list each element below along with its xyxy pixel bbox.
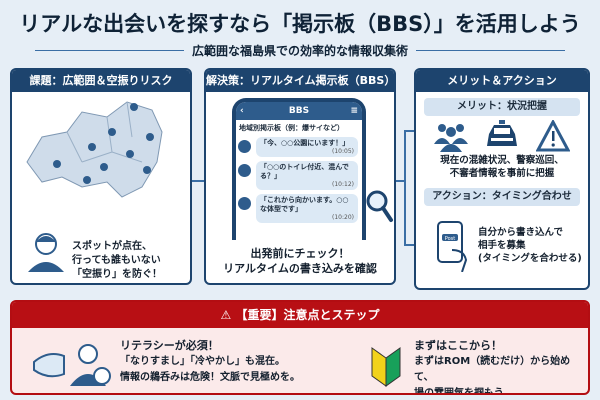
phone-post-icon: Post [437,221,468,272]
post-bubble[interactable]: 「これから向かいます。○○な体型です」(10:20) [238,194,358,223]
arrow-connector [404,244,414,246]
warning-header: ⚠ 【重要】注意点とステップ [12,302,588,328]
problem-panel: 課題：広範囲＆空振りリスク スポットが点在、 行っても誰もいない 「空振り」を防… [10,68,192,285]
merit-text-line: 現在の混雑状況、警察巡回、 [440,155,564,166]
merit-text-line: 不審者情報を事前に把握 [449,168,555,179]
post-time: (10:20) [332,214,354,221]
avatar-icon [238,164,251,177]
divider [35,50,184,51]
arrow-connector [404,130,406,245]
post-text: 「これから向かいます。○○な体型です」 [260,196,349,213]
post-bubble[interactable]: 「今、○○公園にいます！」(10:05) [238,137,358,157]
menu-icon[interactable]: ≡ [350,106,358,116]
literacy-title: リテラシーが必須！ [120,339,219,352]
merit-heading: メリット＆アクション [416,70,588,92]
subtitle-row: 広範囲な福島県での効率的な情報収集術 [35,42,566,59]
post-time: (10:12) [332,181,354,188]
warning-icon: ⚠ [220,308,236,322]
solution-panel: 解決策：リアルタイム掲示板（BBS） ‹ BBS ≡ 地域別掲示板（例：爆サイな… [204,68,396,285]
action-text-line: 自分から書き込んで [478,227,564,238]
solution-caption: リアルタイムの書き込みを確認 [223,262,377,275]
problem-text-line: スポットが点在、 [72,241,152,252]
app-title: BBS [288,106,310,116]
subtitle: 広範囲な福島県での効率的な情報収集術 [192,44,409,58]
start-line: 場の雰囲気を掴もう。 [414,388,514,395]
warning-heading: 【重要】注意点とステップ [235,308,380,322]
phone-mockup: ‹ BBS ≡ 地域別掲示板（例：爆サイなど） 「今、○○公園にいます！」(10… [232,98,366,240]
literacy-line: 「なりすまし」「冷やかし」も混在。 [120,356,285,367]
post-text: 「今、○○公園にいます！」 [260,139,350,147]
action-text-line: 相手を募集 [478,240,526,251]
page-title: リアルな出会いを探すなら「掲示板（BBS）」を活用しよう [19,12,581,36]
problem-text-line: 行っても誰もいない [72,255,161,266]
worried-person-icon [28,233,64,272]
literacy-line: 情報の鵜呑みは危険！文脈で見極めを。 [120,372,300,383]
crowd-icon [434,124,469,152]
magnifier-icon [366,190,393,222]
warning-icon [535,120,570,152]
app-bar: ‹ BBS ≡ [236,102,362,120]
fukushima-map-icon [26,101,163,198]
warning-box: ⚠ 【重要】注意点とステップ リテラシーが必須！ 「なりすまし」「冷やかし」も混… [10,300,590,395]
avatar-icon [238,140,251,153]
beginner-mark-icon [371,347,401,387]
action-label: アクション：タイミング合わせ [424,188,580,206]
police-car-icon [486,120,517,146]
start-title: まずはここから！ [414,339,502,352]
avatar-icon [238,197,251,210]
board-name: 地域別掲示板（例：爆サイなど） [239,124,344,132]
post-bubble[interactable]: 「○○のトイレ付近、混んでる？」(10:12) [238,161,358,190]
post-time: (10:05) [332,148,354,155]
solution-caption: 出発前にチェック！ [250,247,350,260]
solution-heading: 解決策：リアルタイム掲示板（BBS） [206,70,394,92]
action-text-line: (タイミングを合わせる) [478,253,582,264]
merit-label: メリット：状況把握 [424,98,580,116]
start-line: まずはROM（読むだけ）から始めて、 [414,356,571,383]
post-button-label: Post [445,236,456,242]
divider [416,50,566,51]
problem-heading: 課題：広範囲＆空振りリスク [12,70,190,92]
problem-text-line: 「空振り」を防ぐ！ [72,269,162,280]
arrow-connector [404,130,414,132]
merit-panel: メリット＆アクション メリット：状況把握 現在の混雑状況、警察巡回、 不審者情報… [414,68,590,290]
post-text: 「○○のトイレ付近、混んでる？」 [260,163,349,180]
merit-icons [416,116,588,152]
mask-person-icon [33,344,111,386]
arrow-connector [396,180,404,182]
back-icon[interactable]: ‹ [240,106,244,116]
arrow-connector [192,180,204,182]
